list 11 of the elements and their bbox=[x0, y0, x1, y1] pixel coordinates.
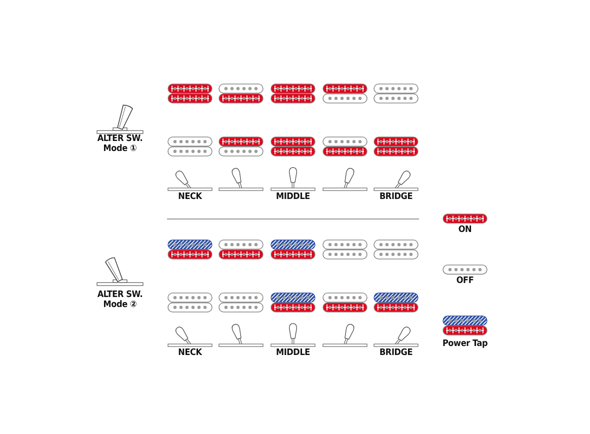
position-label: BRIDGE bbox=[379, 348, 413, 358]
position-label: NECK bbox=[178, 192, 202, 202]
position-label: BRIDGE bbox=[379, 192, 413, 202]
legend-label: Power Tap bbox=[442, 340, 488, 349]
switch-mode-label: ALTER SW. Mode ① bbox=[97, 135, 143, 154]
legend-label: ON bbox=[458, 226, 472, 235]
position-label: MIDDLE bbox=[276, 192, 310, 202]
position-label: MIDDLE bbox=[276, 348, 310, 358]
switch-mode-label: ALTER SW. Mode ② bbox=[97, 291, 143, 310]
legend-label: OFF bbox=[456, 276, 474, 286]
position-label: NECK bbox=[178, 348, 202, 358]
